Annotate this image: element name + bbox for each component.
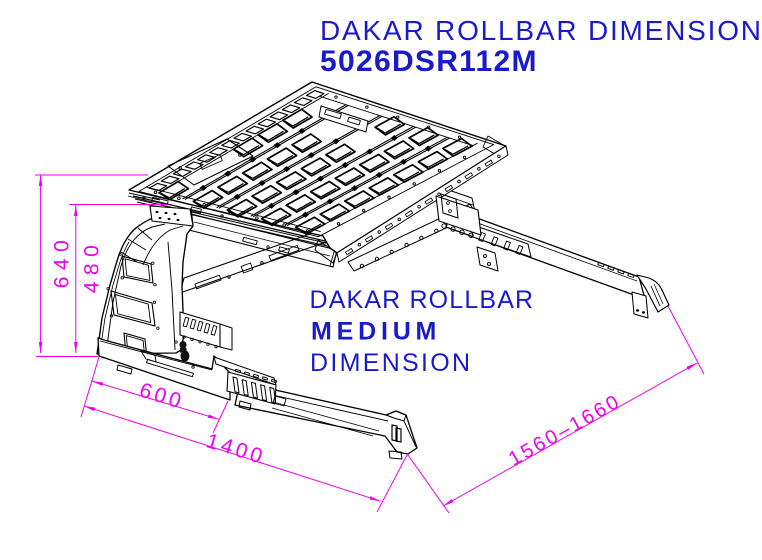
svg-text:DAKAR ROLLBAR: DAKAR ROLLBAR xyxy=(310,286,535,314)
svg-text:600: 600 xyxy=(137,379,187,414)
svg-text:480: 480 xyxy=(80,239,103,294)
svg-text:1560–1660: 1560–1660 xyxy=(505,390,625,471)
svg-text:5026DSR112M: 5026DSR112M xyxy=(320,45,538,78)
svg-text:640: 640 xyxy=(50,234,73,289)
svg-text:MEDIUM: MEDIUM xyxy=(311,318,441,346)
svg-text:DAKAR ROLLBAR DIMENSION: DAKAR ROLLBAR DIMENSION xyxy=(320,15,762,46)
svg-text:1400: 1400 xyxy=(204,429,269,469)
svg-text:DIMENSION: DIMENSION xyxy=(310,349,472,377)
